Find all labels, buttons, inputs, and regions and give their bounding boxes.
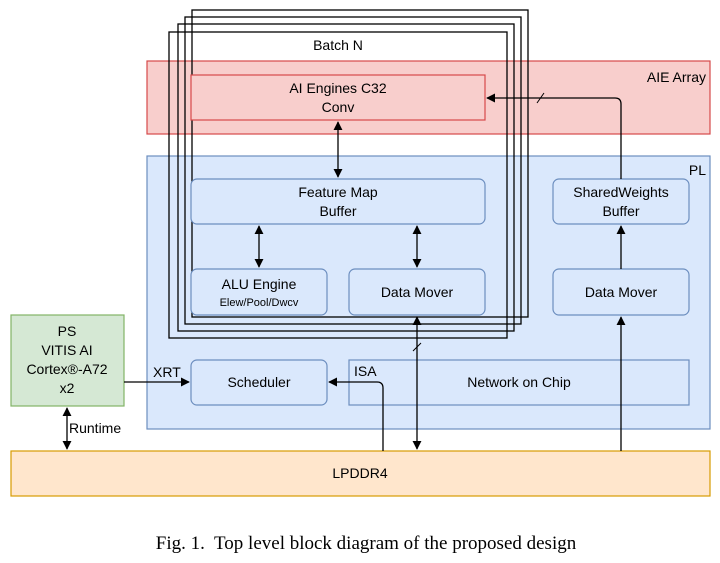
ps-count-label: x2 (60, 380, 75, 396)
data-mover-inner-label: Data Mover (381, 284, 454, 300)
shared-weights-label: SharedWeights (573, 184, 668, 200)
ps-cortex-label: Cortex®-A72 (26, 361, 107, 377)
aie-array-label: AIE Array (647, 69, 706, 85)
runtime-label: Runtime (69, 420, 121, 436)
batch-frame-back-3 (191, 9, 529, 318)
ps-label: PS (58, 323, 77, 339)
batch-frame-back-1 (177, 23, 515, 332)
data-mover-inner-box (348, 268, 486, 316)
bus-slash-mark-lower (412, 342, 422, 352)
figure-caption: Fig. 1. Top level block diagram of the p… (156, 533, 577, 554)
batch-label: Batch N (313, 37, 363, 53)
batch-frame-front (168, 31, 508, 339)
noc-box (348, 359, 690, 406)
ai-engines-sublabel: Conv (322, 99, 355, 115)
noc-label: Network on Chip (467, 374, 571, 390)
arrow-sharedweights-aie (486, 93, 622, 179)
batch-frame-back-2 (184, 16, 522, 325)
isa-label: ISA (354, 363, 377, 379)
ai-engines-label: AI Engines C32 (289, 80, 386, 96)
xrt-label: XRT (153, 364, 181, 380)
bus-slash-mark-upper (536, 92, 545, 104)
ps-vitis-label: VITIS AI (41, 342, 92, 358)
ai-engines-box (190, 74, 486, 121)
arrow-lpddr-scheduler (328, 377, 384, 451)
ps-box (10, 314, 125, 407)
feature-map-label: Feature Map (298, 184, 378, 200)
alu-engine-box (190, 268, 328, 316)
alu-engine-sublabel: Elew/Pool/Dwcv (220, 297, 299, 309)
shared-weights-sublabel: Buffer (602, 203, 639, 219)
scheduler-box (190, 359, 328, 406)
scheduler-label: Scheduler (227, 374, 290, 390)
lpddr4-box (10, 450, 711, 497)
lpddr4-label: LPDDR4 (332, 465, 387, 481)
alu-engine-label: ALU Engine (222, 276, 297, 292)
pl-label: PL (689, 162, 706, 178)
feature-map-sublabel: Buffer (319, 203, 356, 219)
feature-map-buffer-box (190, 178, 486, 225)
data-mover-right-label: Data Mover (585, 284, 658, 300)
